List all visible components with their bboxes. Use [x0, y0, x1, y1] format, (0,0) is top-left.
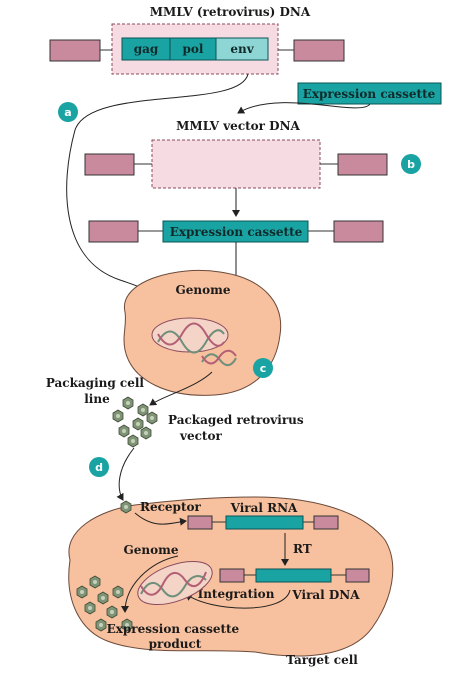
- gene-gag-label: gag: [134, 42, 159, 56]
- step-label-d: d: [95, 461, 103, 474]
- virus-particle-icon: [137, 403, 149, 417]
- virus-particle-icon: [118, 424, 130, 438]
- step-label-a: a: [64, 106, 71, 119]
- target-cell-label: Target cell: [286, 653, 358, 667]
- ltr-left-top: [49, 39, 101, 62]
- integration-arrow: [185, 589, 291, 609]
- virus-particle-icon: [122, 396, 134, 410]
- ltr-right-vector: [337, 153, 388, 176]
- genome-label-target: Genome: [124, 543, 179, 557]
- expression-product-label: Expression cassette product: [107, 622, 244, 651]
- viral-rna-box: [225, 515, 304, 530]
- dna-helix-icon: [157, 322, 225, 354]
- step-badge-a: [58, 102, 78, 122]
- infection-arrow: [116, 447, 135, 501]
- gene-pol-label: pol: [183, 42, 204, 56]
- vector-dashed-box: [151, 139, 321, 189]
- virus-particle-icon: [95, 618, 107, 632]
- viral-dna-label: Viral DNA: [291, 588, 360, 602]
- ltr-left-rna: [187, 515, 213, 530]
- packaging-cell-line-label: Packaging cell line: [46, 376, 148, 406]
- virus-particle-icon: [112, 409, 124, 423]
- receptor-entry-arrow: [134, 512, 187, 526]
- expression-cassette-label-top: Expression cassette: [303, 87, 436, 101]
- virus-particle-icon: [146, 411, 158, 425]
- virus-particle-icon: [120, 500, 132, 514]
- step-badge-b: [401, 154, 421, 174]
- ltr-left-construct: [88, 220, 139, 243]
- vector-title: MMLV vector DNA: [176, 119, 300, 133]
- receptor-label: Receptor: [140, 500, 201, 514]
- step-badge-d: [89, 457, 109, 477]
- viral-rna-label: Viral RNA: [230, 501, 298, 515]
- virus-particle-icon: [97, 591, 109, 605]
- ltr-right-construct: [333, 220, 384, 243]
- virus-particle-icon: [140, 426, 152, 440]
- step-label-b: b: [407, 158, 415, 171]
- virus-particle-icon: [106, 605, 118, 619]
- viral-dna-box: [255, 568, 332, 583]
- integration-label: Integration: [198, 587, 275, 601]
- dna-helix-icon: [140, 571, 207, 598]
- rt-label: RT: [293, 542, 312, 556]
- virus-particle-icon: [84, 601, 96, 615]
- virus-particle-icon: [89, 575, 101, 589]
- step-label-c: c: [260, 362, 267, 375]
- ltr-right-top: [293, 39, 345, 62]
- dna-fragment-icon: [201, 349, 237, 366]
- virus-particle-icon: [76, 585, 88, 599]
- virus-particle-icon: [112, 585, 124, 599]
- gene-env-label: env: [230, 42, 254, 56]
- virus-particle-icon: [132, 417, 144, 431]
- ltr-left-vector: [84, 153, 135, 176]
- ltr-right-rna: [313, 515, 339, 530]
- virus-release-arrow: [149, 371, 213, 406]
- expression-cassette-label-vector: Expression cassette: [170, 225, 303, 239]
- cassette-insert-arrow: [237, 102, 371, 114]
- virus-particle-icon: [127, 434, 139, 448]
- genome-label-packaging: Genome: [176, 283, 231, 297]
- ltr-right-dna: [345, 568, 370, 583]
- gene-env: [215, 37, 269, 61]
- ltr-left-dna: [219, 568, 245, 583]
- step-badge-c: [253, 358, 273, 378]
- title-mmlv-dna: MMLV (retrovirus) DNA: [150, 5, 311, 19]
- expression-arrow: [121, 555, 179, 613]
